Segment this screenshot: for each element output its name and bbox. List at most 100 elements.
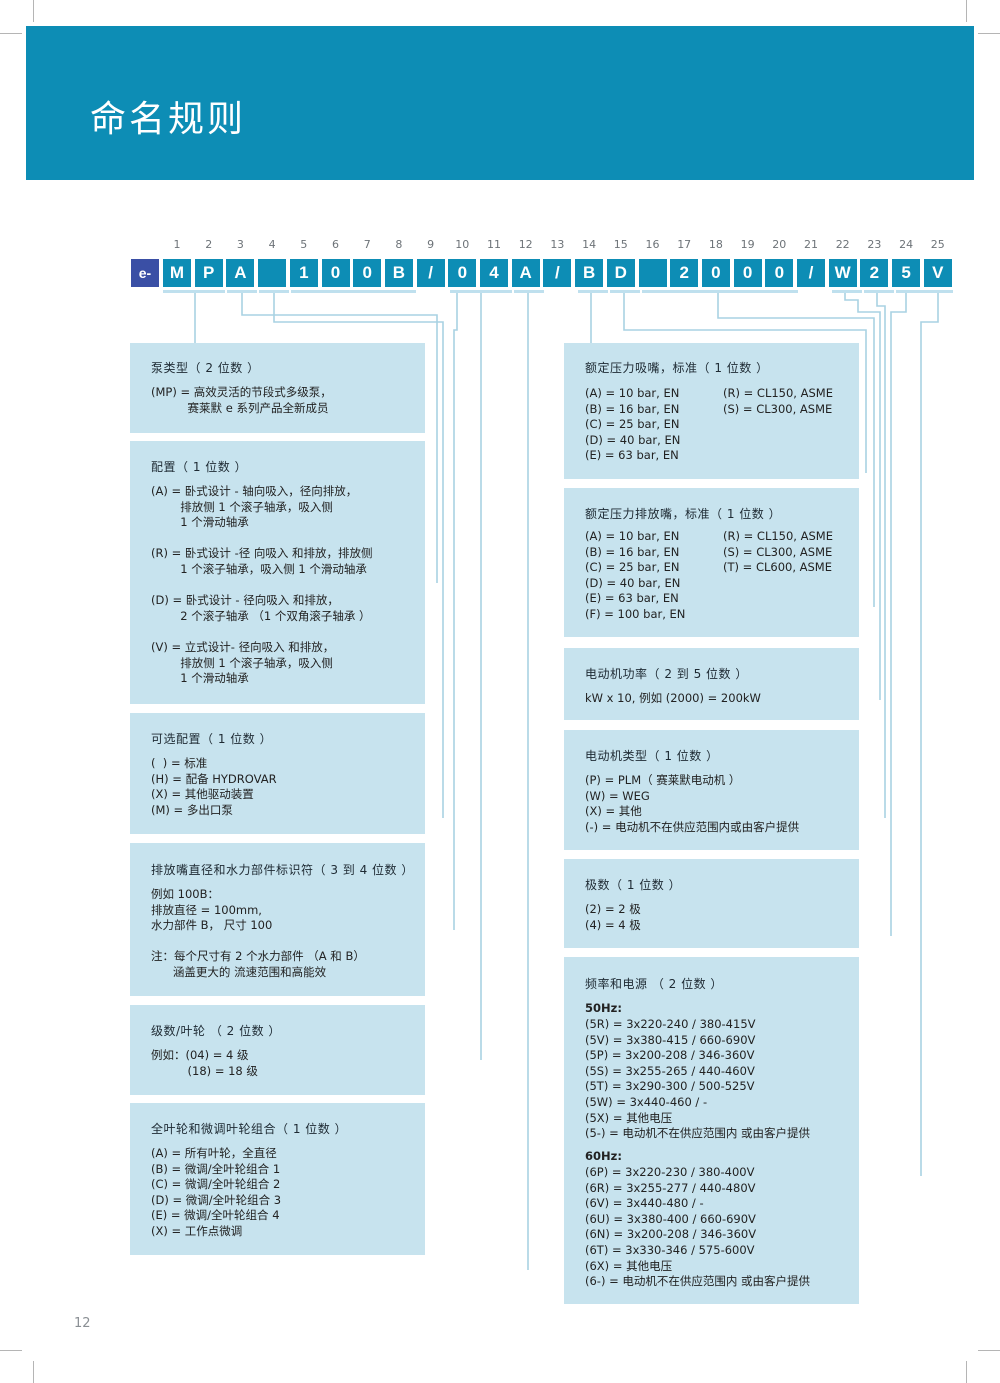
code-cell: 0 bbox=[733, 259, 762, 287]
box-body: (2) = 2 极 (4) = 4 极 bbox=[585, 902, 641, 932]
code-cell: 0 bbox=[353, 259, 382, 287]
code-cell: M bbox=[163, 259, 191, 287]
suction-rating-box: 额定压力吸嘴，标准（ 1 位数 ） (A) = 10 bar, EN (B) =… bbox=[564, 343, 859, 479]
position-number: 14 bbox=[582, 238, 597, 251]
crop-mark bbox=[966, 1361, 967, 1383]
box-title: 额定压力排放嘴，标准（ 1 位数 ） bbox=[585, 507, 782, 521]
group-bar bbox=[832, 290, 862, 293]
position-number: 10 bbox=[455, 238, 470, 251]
code-cell: V bbox=[923, 259, 952, 287]
box-title: 电动机功率（ 2 到 5 位数 ） bbox=[585, 667, 748, 681]
box-title: 配置（ 1 位数 ） bbox=[151, 460, 248, 474]
position-number: 2 bbox=[205, 238, 213, 251]
frequency-box: 频率和电源 （ 2 位数 ） 50Hz: (5R) = 3x220-240 / … bbox=[564, 957, 859, 1304]
box-body: (MP) = 高效灵活的节段式多级泵， 赛莱默 e 系列产品全新成员 bbox=[151, 385, 332, 415]
group-bar bbox=[642, 290, 798, 293]
box-title: 额定压力吸嘴，标准（ 1 位数 ） bbox=[585, 361, 769, 375]
position-number: 24 bbox=[899, 238, 914, 251]
code-cell: P bbox=[194, 259, 223, 287]
box-body-col2: (R) = CL150, ASME (S) = CL300, ASME bbox=[723, 386, 833, 416]
group-bar bbox=[514, 290, 544, 293]
position-number: 4 bbox=[268, 238, 276, 251]
optional-config-box: 可选配置（ 1 位数 ） ( ) = 标准 (H) = 配备 HYDROVAR … bbox=[130, 713, 425, 834]
code-cell bbox=[258, 259, 287, 287]
box-title: 电动机类型（ 1 位数 ） bbox=[585, 749, 719, 763]
position-number: 8 bbox=[395, 238, 403, 251]
code-cell: 0 bbox=[765, 259, 794, 287]
position-number: 25 bbox=[930, 238, 945, 251]
code-cell: 0 bbox=[701, 259, 730, 287]
motor-power-box: 电动机功率（ 2 到 5 位数 ） kW x 10, 例如 (2000) = 2… bbox=[564, 648, 859, 720]
position-number: 11 bbox=[487, 238, 501, 251]
header-band: 命名规则 bbox=[26, 26, 974, 180]
poles-box: 极数（ 1 位数 ） (2) = 2 极 (4) = 4 极 bbox=[564, 859, 859, 948]
discharge-hydraulic-box: 排放嘴直径和水力部件标识符（ 3 到 4 位数 ） 例如 100B： 排放直径 … bbox=[130, 843, 425, 996]
position-number: 1 bbox=[173, 238, 181, 251]
code-cell: 1 bbox=[289, 259, 318, 287]
crop-mark bbox=[978, 1350, 1000, 1351]
position-number: 20 bbox=[772, 238, 787, 251]
code-cell: D bbox=[606, 259, 635, 287]
box-title: 频率和电源 （ 2 位数 ） bbox=[585, 977, 723, 991]
position-number: 3 bbox=[236, 238, 244, 251]
code-cell: 4 bbox=[480, 259, 508, 287]
group-bar bbox=[227, 290, 257, 293]
crop-mark bbox=[978, 33, 1000, 34]
group-bar bbox=[450, 290, 512, 293]
box-body-col2: (R) = CL150, ASME (S) = CL300, ASME (T) … bbox=[723, 529, 833, 575]
position-number: 17 bbox=[677, 238, 692, 251]
position-number: 6 bbox=[332, 238, 339, 251]
box-title: 极数（ 1 位数 ） bbox=[585, 878, 682, 892]
position-number: 18 bbox=[708, 238, 723, 251]
code-cell: 0 bbox=[448, 259, 477, 287]
code-cell: / bbox=[543, 259, 572, 287]
page-title: 命名规则 bbox=[90, 99, 247, 140]
box-title: 可选配置（ 1 位数 ） bbox=[151, 732, 273, 746]
box-title: 泵类型（ 2 位数 ） bbox=[151, 361, 260, 375]
position-number: 7 bbox=[363, 238, 371, 251]
page-number: 12 bbox=[74, 1316, 91, 1331]
crop-mark bbox=[0, 1350, 22, 1351]
position-number: 19 bbox=[740, 238, 755, 251]
code-cell: 5 bbox=[892, 259, 921, 287]
stages-impellers-box: 级数/叶轮 （ 2 位数 ） 例如：(04) = 4 级 (18) = 18 级 bbox=[130, 1005, 425, 1095]
position-number: 23 bbox=[867, 238, 882, 251]
group-bar bbox=[578, 290, 608, 293]
crop-mark bbox=[0, 33, 22, 34]
position-number: 9 bbox=[427, 238, 435, 251]
code-cell: 2 bbox=[860, 259, 889, 287]
position-number: 5 bbox=[300, 238, 308, 251]
box-body: 例如：(04) = 4 级 (18) = 18 级 bbox=[151, 1048, 258, 1078]
group-bar bbox=[896, 290, 953, 293]
box-title: 排放嘴直径和水力部件标识符（ 3 到 4 位数 ） bbox=[151, 863, 414, 877]
position-number: 21 bbox=[804, 238, 818, 251]
code-cell: / bbox=[416, 259, 445, 287]
position-number: 16 bbox=[645, 238, 660, 251]
box-body: (A) = 10 bar, EN (B) = 16 bar, EN (C) = … bbox=[585, 529, 686, 621]
box-body: (A) = 卧式设计 - 轴向吸入，径向排放， 排放侧 1 个滚子轴承，吸入侧 … bbox=[151, 484, 373, 686]
code-cell bbox=[638, 259, 667, 287]
code-cell: 0 bbox=[321, 259, 350, 287]
code-cell: B bbox=[384, 259, 413, 287]
group-bar bbox=[610, 290, 640, 293]
box-body: 例如 100B： 排放直径 = 100mm, 水力部件 B， 尺寸 100 注：… bbox=[151, 887, 365, 979]
box-body: ( ) = 标准 (H) = 配备 HYDROVAR (X) = 其他驱动装置 … bbox=[151, 756, 277, 817]
hz50-label: 50Hz: bbox=[585, 1001, 622, 1015]
box-body: (A) = 所有叶轮，全直径 (B) = 微调/全叶轮组合 1 (C) = 微调… bbox=[151, 1146, 282, 1238]
group-bar bbox=[864, 290, 894, 293]
code-cell: 2 bbox=[670, 259, 699, 287]
code-cell: A bbox=[226, 259, 255, 287]
group-bar bbox=[259, 290, 289, 293]
position-number: 12 bbox=[518, 238, 533, 251]
code-cell: / bbox=[797, 259, 825, 287]
code-prefix: e- bbox=[131, 259, 159, 287]
motor-type-box: 电动机类型（ 1 位数 ） (P) = PLM（ 赛莱默电动机 ） (W) = … bbox=[564, 730, 859, 850]
box-body: (A) = 10 bar, EN (B) = 16 bar, EN (C) = … bbox=[585, 386, 681, 463]
code-cell: W bbox=[828, 259, 857, 287]
position-number: 22 bbox=[835, 238, 850, 251]
box-title: 全叶轮和微调叶轮组合（ 1 位数 ） bbox=[151, 1122, 348, 1136]
box-body: (P) = PLM（ 赛莱默电动机 ） (W) = WEG (X) = 其他 (… bbox=[585, 773, 800, 834]
group-bar bbox=[291, 290, 416, 293]
box-body: kW x 10, 例如 (2000) = 200kW bbox=[585, 691, 761, 705]
